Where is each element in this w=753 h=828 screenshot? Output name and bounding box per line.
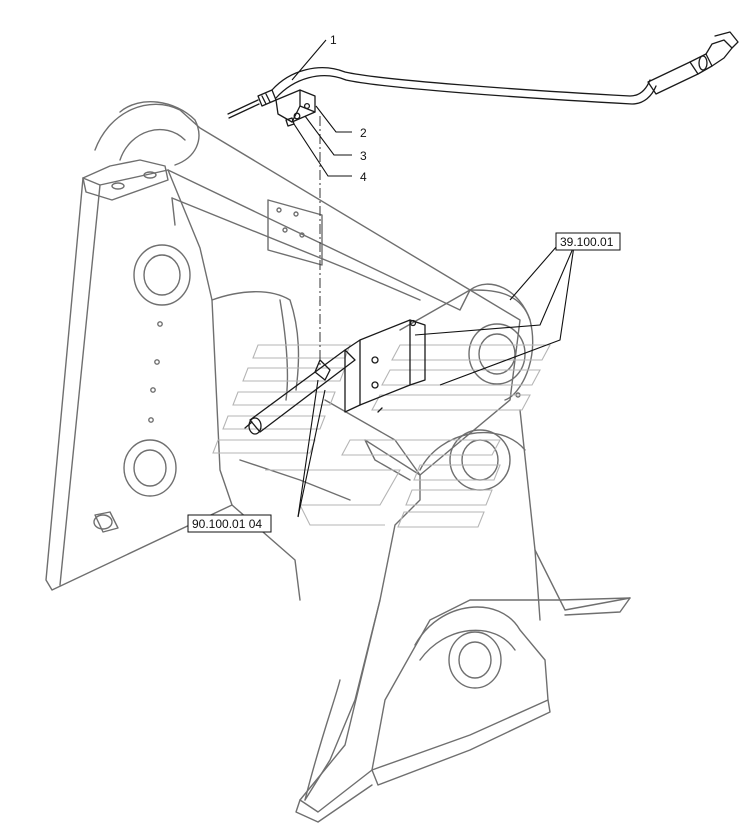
reference-box-90-100-01-04[interactable]: 90.100.01 04 bbox=[187, 514, 272, 533]
reference-label: 90.100.01 04 bbox=[192, 517, 262, 531]
reference-box-39-100-01[interactable]: 39.100.01 bbox=[555, 232, 621, 251]
callout-2: 2 bbox=[360, 126, 367, 140]
callout-1: 1 bbox=[330, 33, 337, 47]
tie-rod-assembly bbox=[244, 319, 426, 435]
control-cable bbox=[227, 31, 739, 119]
watermark-logo bbox=[212, 344, 551, 528]
callout-3: 3 bbox=[360, 149, 367, 163]
reference-label: 39.100.01 bbox=[560, 235, 614, 249]
callout-4: 4 bbox=[360, 170, 367, 184]
cable-bracket bbox=[275, 89, 316, 127]
callout-labels: 1 2 3 4 bbox=[330, 33, 367, 184]
callout-leaders bbox=[291, 39, 575, 518]
loader-frame bbox=[45, 101, 631, 823]
